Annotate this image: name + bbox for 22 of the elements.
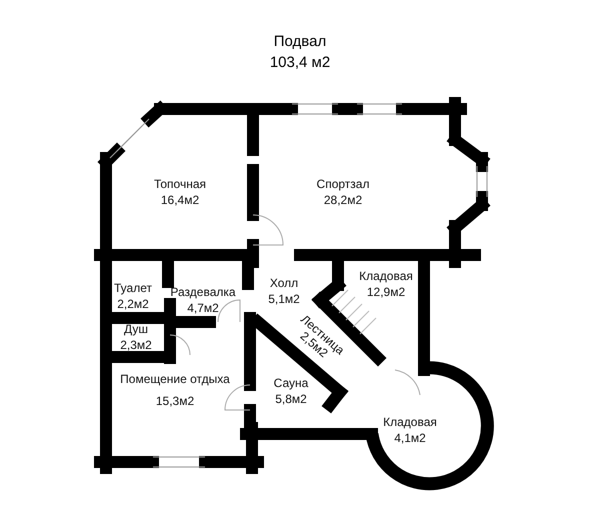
room-area-label: 5,8м2 [274, 391, 308, 407]
room-area-label: 16,4м2 [160, 192, 200, 208]
room-name: Кладовая [359, 268, 413, 284]
room-name: Раздевалка [170, 284, 236, 300]
room-area-label: 2,2м2 [116, 296, 150, 312]
room-name: Спортзал [316, 176, 370, 192]
room-area-label: 5,1м2 [268, 291, 300, 307]
room-area-label: 2,3м2 [120, 337, 152, 353]
total-area-label: 103,4 м2 [270, 54, 330, 71]
room-name: Холл [268, 275, 300, 291]
room-name: Туалет [114, 280, 152, 296]
room-name: Кладовая [383, 414, 437, 430]
room-area-label: 4,1м2 [393, 430, 427, 446]
plan-title: Подвал [274, 33, 326, 50]
room-area-label: 12,9м2 [366, 284, 406, 300]
room-name: Душ [122, 321, 149, 337]
room-area-label: 28,2м2 [322, 192, 364, 208]
room-name: Топочная [154, 176, 206, 192]
room-name: Помещение отдыха [120, 371, 230, 388]
room-area-label: 15,3м2 [154, 393, 196, 410]
room-area-label: 4,7м2 [186, 300, 220, 316]
room-name: Сауна [274, 375, 308, 391]
